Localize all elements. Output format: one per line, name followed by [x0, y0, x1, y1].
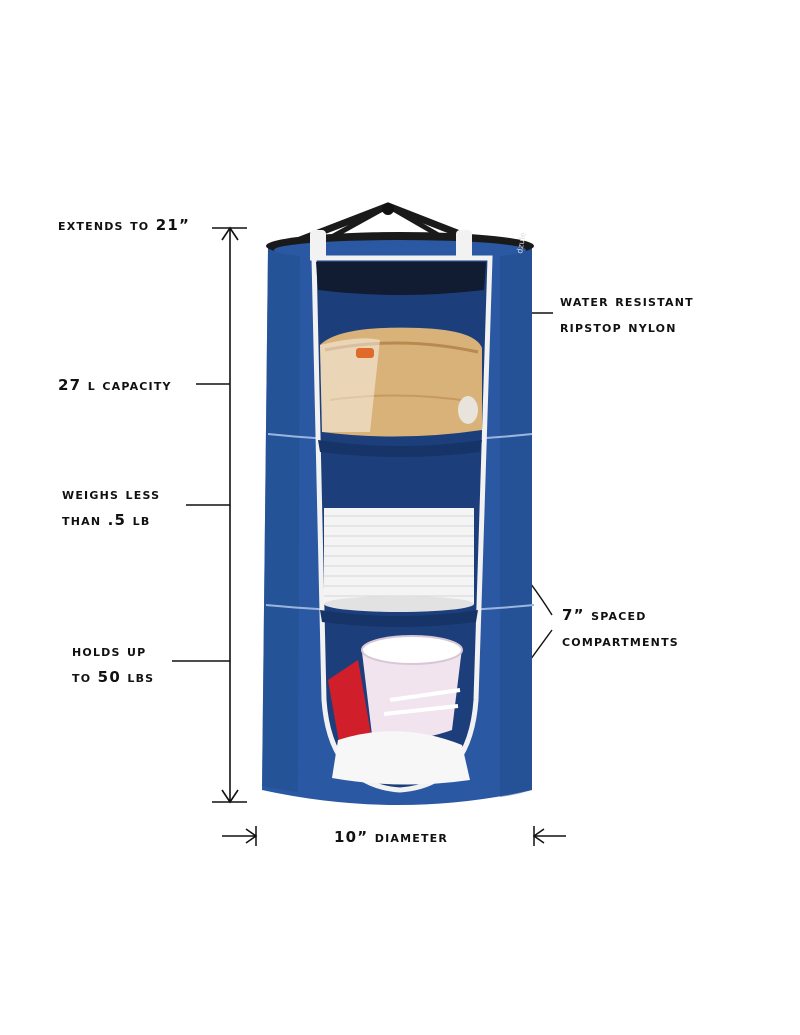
brand-mark: dzule [515, 232, 528, 255]
weight-label: WEIGHS LESS THAN .5 LB [62, 485, 161, 529]
hanging-strap [298, 202, 472, 244]
diameter-label: 10” DIAMETER [334, 828, 449, 846]
capacity-label: 27 L CAPACITY [58, 376, 172, 394]
material-label: WATER RESISTANT RIPSTOP NYLON [560, 292, 694, 336]
cups-utensils-item [328, 635, 470, 785]
diameter-arrows [222, 826, 566, 846]
extends-label: EXTENDS TO 21” [58, 216, 191, 234]
compartments-label: 7” SPACED COMPARTMENTS [562, 606, 679, 650]
bread-loaf-item [320, 327, 482, 437]
height-dimension-line [212, 226, 247, 804]
paper-plates-item [324, 508, 474, 612]
holds-label: HOLDS UP TO 50 LBS [72, 642, 155, 686]
